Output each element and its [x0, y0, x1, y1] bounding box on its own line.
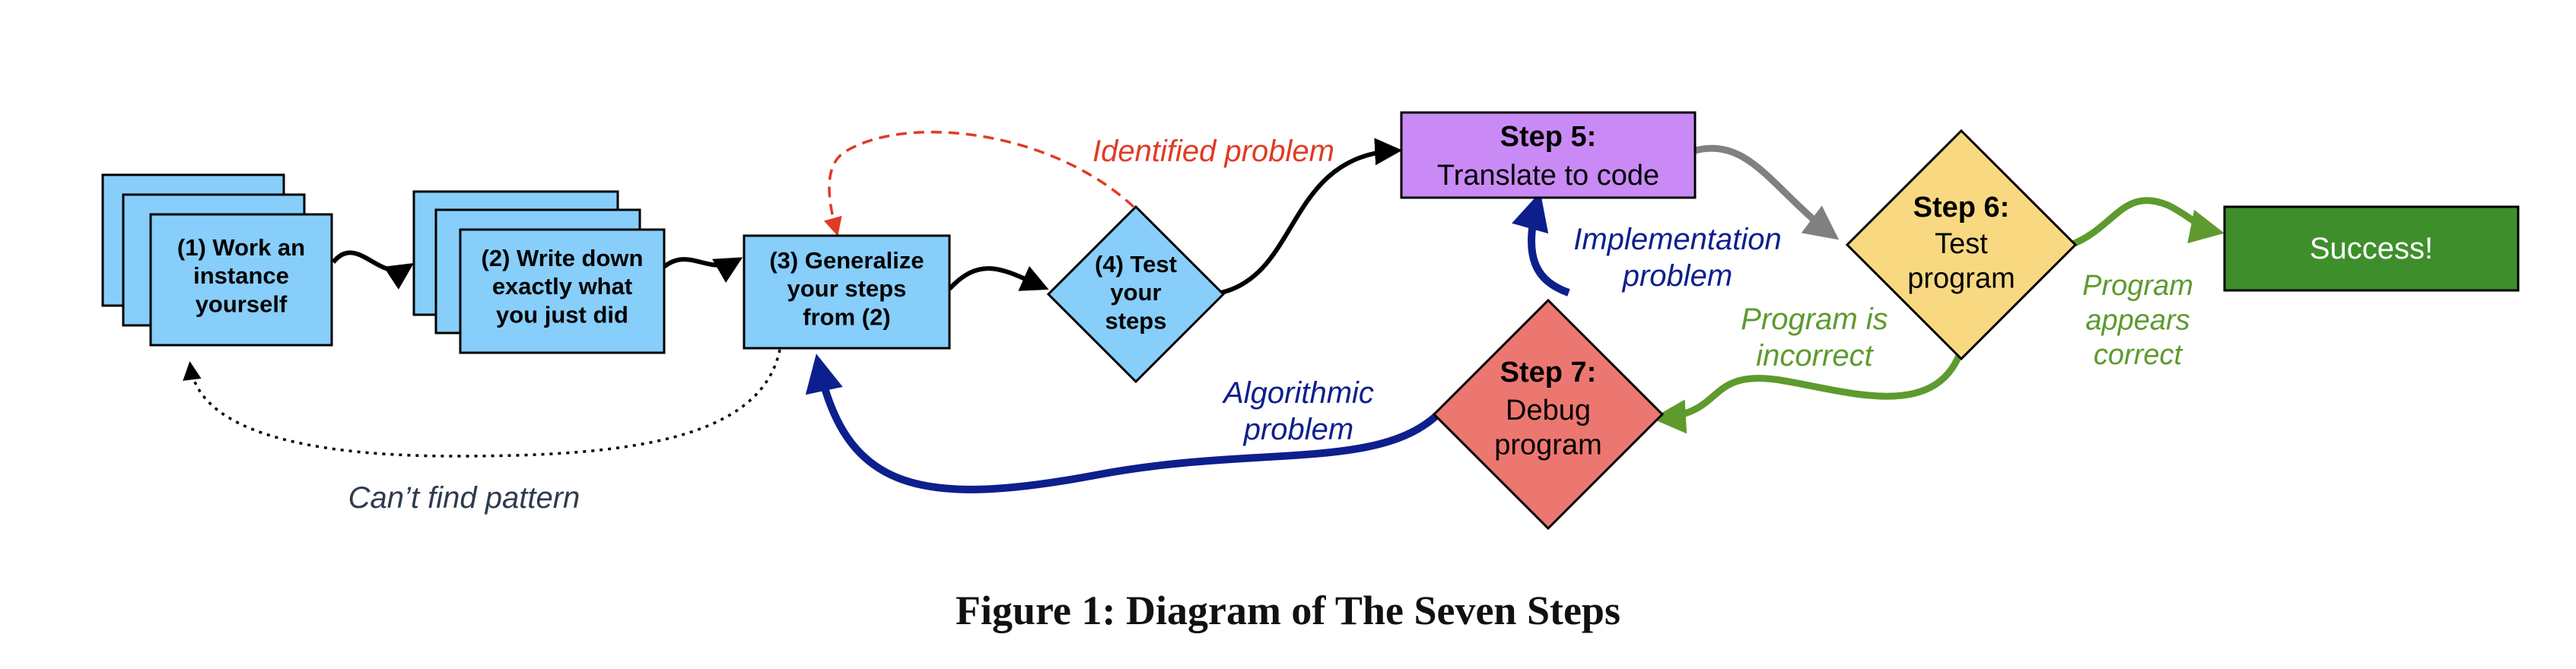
- edge-6-to-7-program-incorrect: [1652, 348, 1965, 434]
- text-line: correct: [2094, 339, 2183, 371]
- step-7-title: Step 7:: [1500, 357, 1597, 388]
- step-5-body: Translate to code: [1437, 160, 1659, 192]
- step-7-body: Debug program: [1494, 395, 1602, 461]
- edge-1-to-2: [331, 250, 415, 290]
- text-line: steps: [1105, 307, 1167, 334]
- text-line: problem: [1622, 259, 1733, 293]
- text-line: your: [1110, 279, 1161, 306]
- text-line: Debug: [1506, 395, 1591, 426]
- step-5-title: Step 5:: [1500, 121, 1597, 153]
- text-line: your steps: [787, 275, 907, 302]
- text-line: (1) Work an: [177, 234, 305, 261]
- step-5-node: Step 5: Translate to code: [1400, 111, 1697, 199]
- text-line: (4) Test: [1095, 251, 1177, 277]
- text-line: (2) Write down: [482, 245, 644, 271]
- text-line: Implementation: [1573, 223, 1781, 256]
- edge-3-to-4: [947, 265, 1049, 291]
- text-line: from (2): [803, 303, 890, 330]
- text-line: problem: [1243, 413, 1354, 446]
- edge-7-to-3-algorithmic-problem: [805, 354, 1441, 493]
- text-line: Test: [1935, 228, 1988, 260]
- edge-3-to-1-cant-find-pattern: [183, 349, 781, 458]
- success-node: Success!: [2223, 205, 2520, 292]
- edge-4-to-3-identified-problem: [823, 131, 1135, 236]
- text-line: Program: [2082, 270, 2193, 302]
- text-line: (3) Generalize: [769, 247, 924, 274]
- figure-caption: Figure 1: Diagram of The Seven Steps: [956, 588, 1620, 633]
- text-line: program: [1907, 263, 2015, 295]
- text-line: program: [1494, 430, 1602, 461]
- edge-7-to-5-implementation-problem: [1512, 192, 1570, 296]
- text-line: appears: [2085, 305, 2190, 337]
- edge-4-to-5: [1220, 138, 1403, 295]
- text-line: Program is: [1741, 303, 1887, 336]
- label-identified-problem: Identified problem: [1092, 135, 1334, 168]
- text-line: incorrect: [1756, 339, 1874, 373]
- success-label: Success!: [2310, 232, 2433, 265]
- text-line: Algorithmic: [1222, 376, 1374, 410]
- text-line: instance: [193, 262, 289, 289]
- label-cant-find-pattern: Can’t find pattern: [348, 481, 580, 515]
- edge-6-to-success: [2069, 197, 2225, 249]
- step-7-node: Step 7: Debug program: [1432, 298, 1665, 531]
- edge-5-to-6: [1693, 144, 1840, 240]
- edge-2-to-3: [658, 257, 743, 283]
- text-line: exactly what: [492, 273, 632, 300]
- text-line: you just did: [496, 301, 628, 328]
- step-6-title: Step 6:: [1913, 192, 2010, 224]
- text-line: yourself: [196, 290, 288, 317]
